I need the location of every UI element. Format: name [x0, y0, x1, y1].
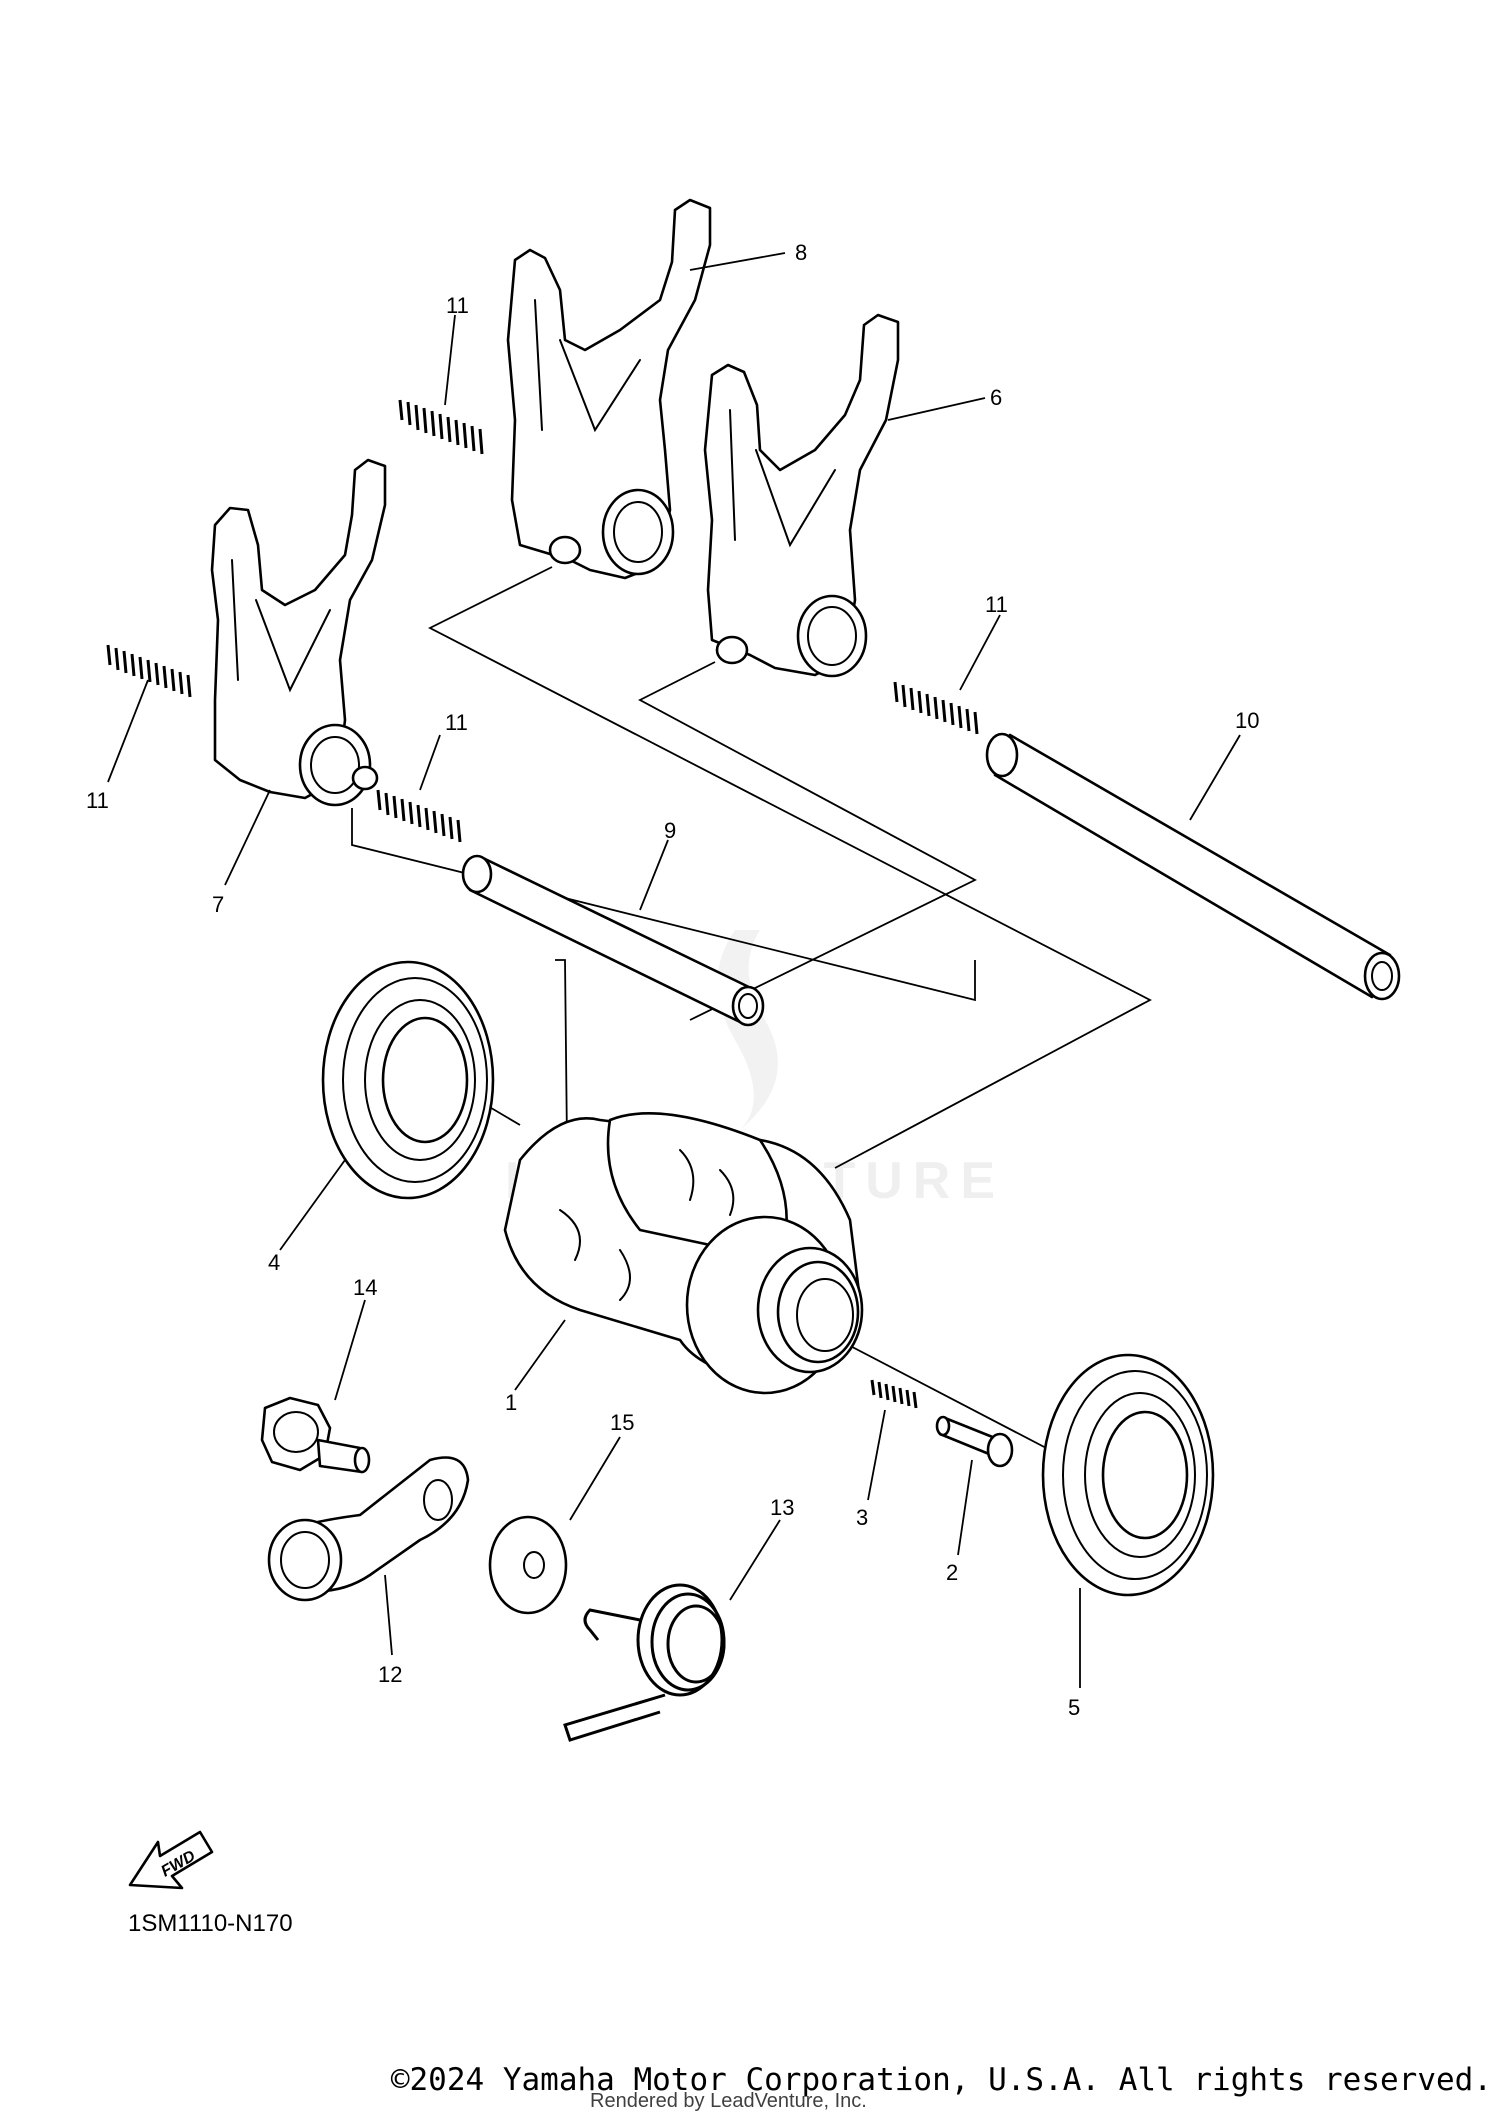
fwd-arrow-icon: FWD: [128, 1830, 214, 1890]
pin-2[interactable]: [935, 1415, 1014, 1468]
callout-10: 10: [1235, 708, 1259, 733]
bearing-4[interactable]: [321, 960, 495, 1200]
callout-labels: 8 6 11 11 11 11 7 10 9 4 1 14 15 13 12 3…: [86, 240, 1259, 1720]
callout-6: 6: [990, 385, 1002, 410]
shift-drum-1[interactable]: [503, 1112, 864, 1395]
callout-14: 14: [353, 1275, 377, 1300]
torsion-spring-13[interactable]: [563, 1583, 726, 1742]
spring-3[interactable]: [870, 1379, 918, 1409]
copyright-notice: ©2024 Yamaha Motor Corporation, U.S.A. A…: [390, 2062, 1492, 2098]
callout-12: 12: [378, 1662, 402, 1687]
washer-15[interactable]: [488, 1515, 568, 1615]
assembly-lines: [351, 566, 1152, 1451]
spring-11-right[interactable]: [893, 681, 979, 735]
callout-15: 15: [610, 1410, 634, 1435]
spring-11-middle[interactable]: [376, 789, 462, 843]
callout-9: 9: [664, 818, 676, 843]
callout-1: 1: [505, 1390, 517, 1415]
callout-3: 3: [856, 1505, 868, 1530]
bearing-5[interactable]: [1041, 1353, 1215, 1597]
callout-8: 8: [795, 240, 807, 265]
shift-fork-shaft-9[interactable]: [461, 854, 765, 1027]
callout-11-top: 11: [446, 293, 469, 318]
stopper-lever-12[interactable]: [267, 1456, 470, 1602]
shift-fork-7[interactable]: [210, 458, 387, 807]
bolt-14[interactable]: [260, 1396, 371, 1474]
callout-7: 7: [212, 892, 224, 917]
diagram-code: 1SM1110-N170: [128, 1910, 293, 1937]
callout-5: 5: [1068, 1695, 1080, 1720]
spring-11-left[interactable]: [106, 644, 192, 698]
callout-4: 4: [268, 1250, 280, 1275]
shift-fork-8[interactable]: [506, 198, 712, 580]
callout-13: 13: [770, 1495, 794, 1520]
shift-fork-6[interactable]: [703, 313, 900, 678]
rendered-by-notice: Rendered by LeadVenture, Inc.: [590, 2090, 867, 2112]
callout-11-middle: 11: [445, 710, 468, 735]
shift-fork-shaft-10[interactable]: [985, 732, 1401, 1001]
callout-11-left: 11: [86, 788, 109, 813]
callout-2: 2: [946, 1560, 958, 1585]
callout-leaders: [107, 252, 1241, 1688]
callout-11-right: 11: [985, 592, 1008, 617]
spring-11-top[interactable]: [398, 399, 484, 455]
